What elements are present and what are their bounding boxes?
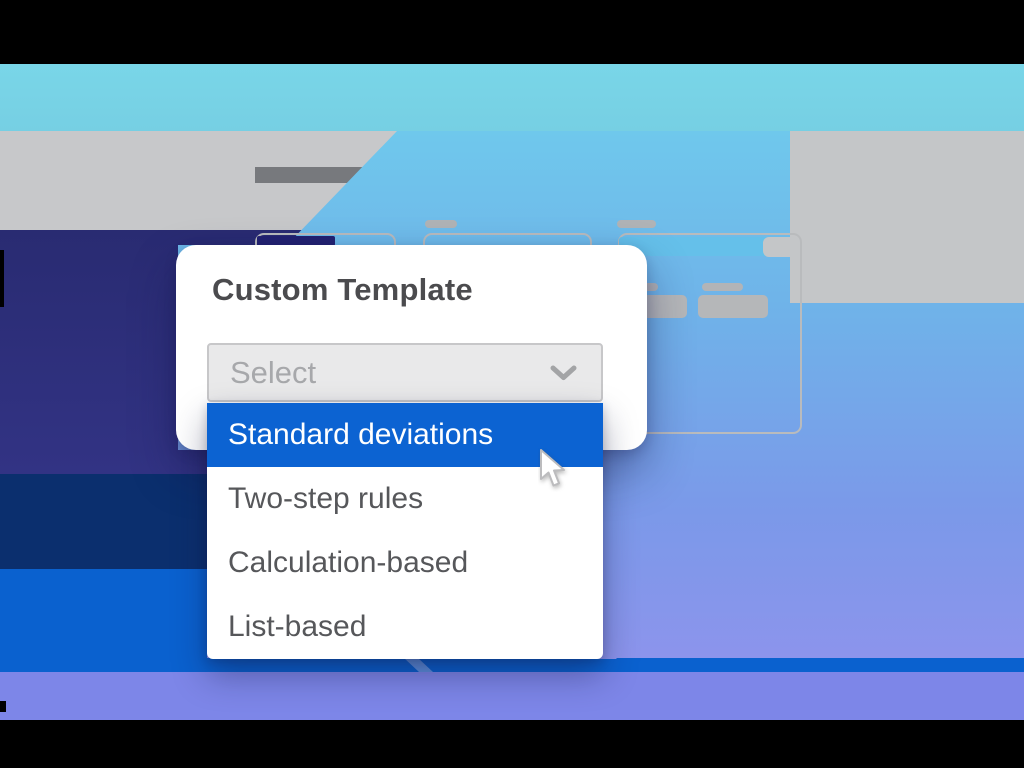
placeholder-side-tab <box>763 237 791 257</box>
option-label: List-based <box>228 610 367 643</box>
dropdown-option-standard-deviations[interactable]: Standard deviations <box>207 403 603 467</box>
placeholder-label <box>702 283 743 291</box>
option-label: Standard deviations <box>228 418 494 451</box>
dropdown-option-two-step-rules[interactable]: Two-step rules <box>207 467 603 531</box>
placeholder-header-bar <box>619 237 768 256</box>
background-band-periwinkle <box>0 672 1024 720</box>
template-dropdown-menu: Standard deviations Two-step rules Calcu… <box>207 403 603 659</box>
floor-strip-left <box>0 658 419 672</box>
select-placeholder-text: Select <box>230 354 317 390</box>
placeholder-label <box>638 283 658 291</box>
modal-title: Custom Template <box>212 272 473 307</box>
background-gray-panel <box>790 131 1024 303</box>
option-label: Calculation-based <box>228 546 469 579</box>
edge-artifact <box>0 701 6 712</box>
placeholder-title-bar <box>255 167 367 183</box>
placeholder-button <box>638 295 687 318</box>
floor-strip-right <box>603 658 1024 671</box>
dropdown-option-calculation-based[interactable]: Calculation-based <box>207 531 603 595</box>
placeholder-tab-label <box>617 220 656 228</box>
dropdown-option-list-based[interactable]: List-based <box>207 595 603 659</box>
placeholder-button <box>698 295 768 318</box>
edge-artifact <box>0 250 4 307</box>
mouse-pointer-icon <box>538 448 570 497</box>
template-select-field[interactable]: Select <box>207 343 603 402</box>
placeholder-tab-label <box>425 220 457 228</box>
background-band-cyan <box>0 64 1024 131</box>
chevron-down-icon <box>550 365 577 381</box>
placeholder-selected-bar <box>257 236 335 246</box>
option-label: Two-step rules <box>228 482 424 515</box>
